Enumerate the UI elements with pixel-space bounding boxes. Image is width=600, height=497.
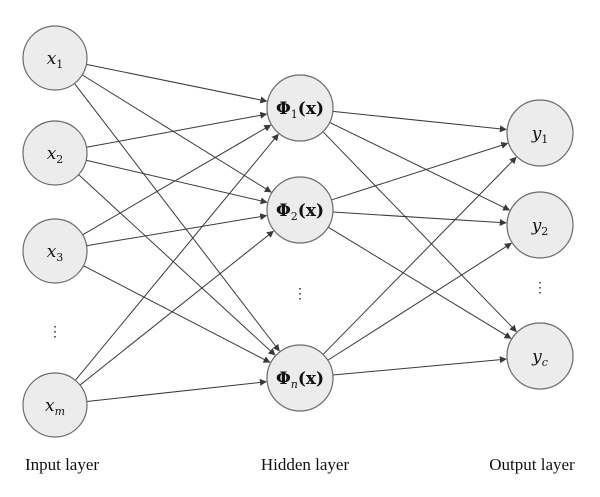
edge-input3-hidden1 bbox=[82, 124, 272, 236]
svg-text:Φn(x): Φn(x) bbox=[276, 369, 324, 391]
edge-hidden2-output1 bbox=[331, 141, 509, 201]
edge-hidden3-output2 bbox=[327, 242, 512, 361]
edge-hidden3-output3 bbox=[332, 356, 507, 376]
edge-input3-hidden2 bbox=[86, 213, 268, 247]
hidden-ellipsis: ⋮ bbox=[293, 286, 307, 302]
connection-edges bbox=[74, 63, 517, 402]
hidden-layer-label: Hidden layer bbox=[261, 455, 350, 474]
edge-input2-hidden2 bbox=[86, 159, 268, 205]
output-node-y2: y2 bbox=[506, 191, 574, 259]
svg-text:yc: yc bbox=[531, 347, 548, 369]
svg-text:x1: x1 bbox=[47, 49, 64, 71]
hidden-node-phin: Φn(x) bbox=[266, 344, 334, 412]
edge-input2-hidden3 bbox=[78, 174, 276, 356]
svg-text:xm: xm bbox=[45, 396, 65, 418]
edge-input2-hidden1 bbox=[86, 111, 268, 148]
svg-text:x3: x3 bbox=[47, 242, 64, 264]
input-node-x3: x3 bbox=[22, 218, 88, 284]
edge-input1-hidden3 bbox=[74, 83, 280, 352]
edge-hidden2-output2 bbox=[332, 211, 507, 226]
svg-text:y1: y1 bbox=[531, 124, 549, 146]
svg-text:Φ2(x): Φ2(x) bbox=[276, 201, 324, 223]
edge-input4-hidden1 bbox=[74, 133, 279, 381]
output-node-y1: y1 bbox=[506, 99, 574, 167]
input-layer-label: Input layer bbox=[25, 455, 99, 474]
hidden-node-phi2: Φ2(x) bbox=[266, 176, 334, 244]
svg-text:x2: x2 bbox=[47, 144, 64, 166]
edge-input4-hidden2 bbox=[79, 230, 274, 386]
hidden-node-phi1: Φ1(x) bbox=[266, 74, 334, 142]
edge-hidden1-output1 bbox=[332, 110, 507, 133]
output-layer-label: Output layer bbox=[489, 455, 575, 474]
svg-text:y2: y2 bbox=[531, 216, 549, 238]
input-node-x1: x1 bbox=[22, 25, 88, 91]
edge-hidden3-output1 bbox=[322, 156, 517, 355]
edge-hidden2-output3 bbox=[327, 226, 512, 339]
output-node-yc: yc bbox=[506, 322, 574, 390]
output-ellipsis: ⋮ bbox=[533, 280, 547, 296]
edge-input1-hidden2 bbox=[81, 74, 272, 193]
edge-input4-hidden3 bbox=[86, 378, 267, 402]
input-node-x2: x2 bbox=[22, 120, 88, 186]
edge-input1-hidden1 bbox=[86, 63, 268, 104]
input-ellipsis: ⋮ bbox=[48, 324, 62, 340]
svg-text:Φ1(x): Φ1(x) bbox=[276, 99, 324, 121]
edge-hidden1-output3 bbox=[322, 131, 517, 333]
edge-input3-hidden3 bbox=[83, 265, 271, 363]
input-node-xm: xm bbox=[22, 372, 88, 438]
